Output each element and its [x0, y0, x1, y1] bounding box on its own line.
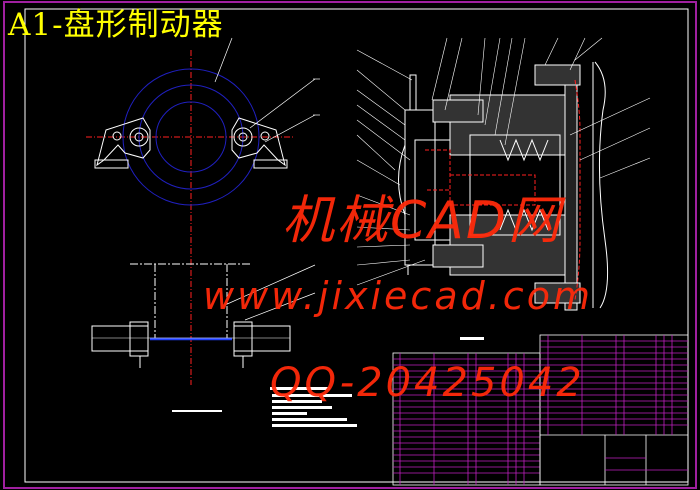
top-view: [86, 37, 320, 385]
front-view: [91, 263, 316, 368]
watermark-site-name: 机械CAD网: [282, 191, 562, 251]
caliper-left: [94, 117, 151, 169]
outer-border: [3, 1, 697, 489]
section-view: [356, 37, 651, 311]
caliper-right: [231, 117, 288, 169]
technical-notes: [172, 387, 357, 427]
parts-list-table: [392, 337, 541, 486]
watermark-qq: QQ-20425042: [270, 360, 585, 406]
inner-border: [24, 8, 689, 483]
drawing-title: A1-盘形制动器: [8, 7, 224, 43]
title-block: [539, 334, 689, 486]
watermark-url: www.jixiecad.com: [203, 274, 593, 318]
